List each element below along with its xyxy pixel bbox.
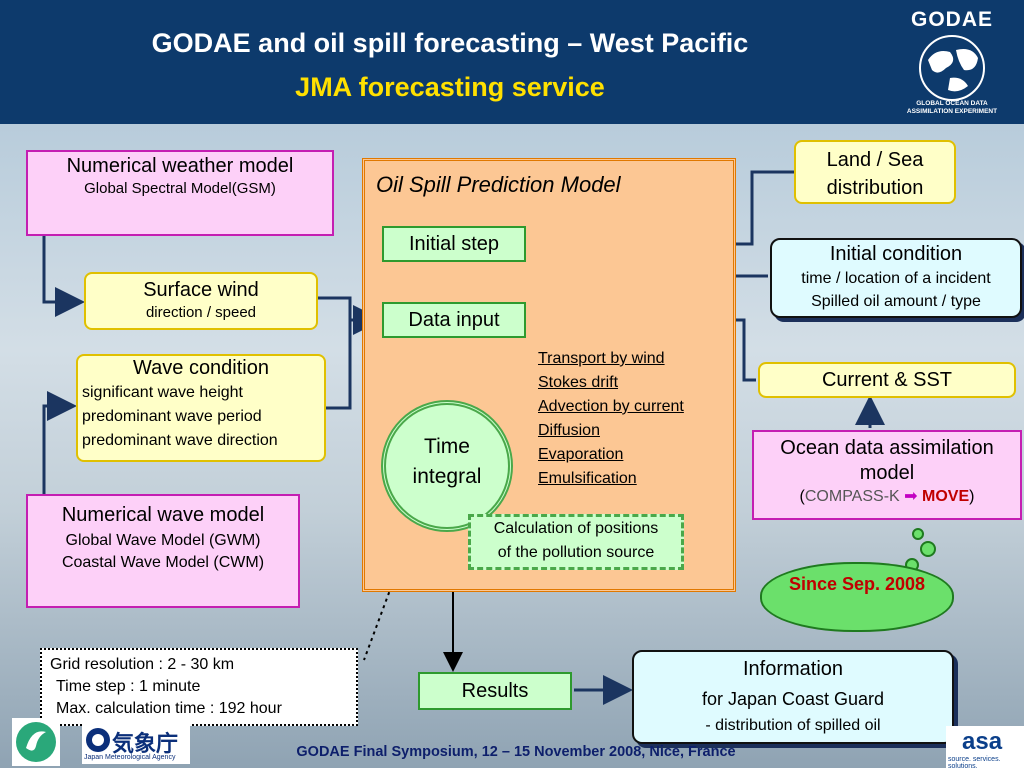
process-item: Stokes drift — [538, 374, 619, 391]
process-item: Emulsification — [538, 470, 637, 487]
since-cloud: Since Sep. 2008 — [760, 562, 954, 632]
process-item: Diffusion — [538, 422, 600, 439]
oil-spill-model-title: Oil Spill Prediction Model — [376, 172, 621, 197]
initial-condition-box: Initial condition time / location of a i… — [770, 238, 1022, 318]
process-item: Evaporation — [538, 446, 624, 463]
data-input-box: Data input — [382, 302, 526, 338]
connector-wavemodel-to-wave — [42, 391, 77, 494]
process-item: Advection by current — [538, 398, 684, 415]
connector-weather-to-wind — [42, 236, 85, 317]
nasa-logo: asa source. services. solutions. — [946, 726, 1024, 770]
current-sst-box: Current & SST — [758, 362, 1016, 398]
grid-info-box: Grid resolution : 2 - 30 km Time step : … — [40, 648, 358, 726]
process-item: Transport by wind — [538, 350, 665, 367]
godae-logo: GODAE GLOBAL OCEAN DATA ASSIMILATION EXP… — [892, 8, 1012, 120]
calculation-box: Calculation of positions of the pollutio… — [468, 514, 684, 570]
connector-wind-wave-bracket — [316, 296, 352, 410]
surface-wind-box: Surface wind direction / speed — [84, 272, 318, 330]
numerical-weather-model-box: Numerical weather model Global Spectral … — [26, 150, 334, 236]
jma-logo: 気象庁 Japan Meteorological Agency — [82, 724, 190, 764]
globe-icon — [919, 35, 985, 101]
page-title: GODAE and oil spill forecasting – West P… — [151, 28, 749, 58]
wave-condition-box: Wave condition significant wave height p… — [76, 354, 326, 462]
land-sea-box: Land / Sea distribution — [794, 140, 956, 204]
numerical-wave-model-box: Numerical wave model Global Wave Model (… — [26, 494, 300, 608]
jma-mark-icon — [86, 728, 110, 752]
ocean-data-assimilation-box: Ocean data assimilation model (COMPASS-K… — [752, 430, 1022, 520]
godae-logo-subtitle: GLOBAL OCEAN DATA ASSIMILATION EXPERIMEN… — [906, 100, 998, 115]
header-banner — [0, 0, 1024, 124]
right-arrow-icon: ➡ — [904, 488, 918, 505]
godae-logo-name: GODAE — [910, 8, 993, 31]
page-subtitle: JMA forecasting service — [295, 72, 605, 102]
time-integral-circle — [381, 400, 513, 532]
results-box: Results — [418, 672, 572, 710]
footer-text: GODAE Final Symposium, 12 – 15 November … — [296, 744, 736, 760]
initial-step-box: Initial step — [382, 226, 526, 262]
process-list: Transport by wind Stokes drift Advection… — [538, 347, 684, 491]
jma-emblem-icon — [12, 718, 60, 766]
information-box: Information for Japan Coast Guard - dist… — [632, 650, 954, 744]
time-integral-label: Time integral — [412, 435, 482, 488]
